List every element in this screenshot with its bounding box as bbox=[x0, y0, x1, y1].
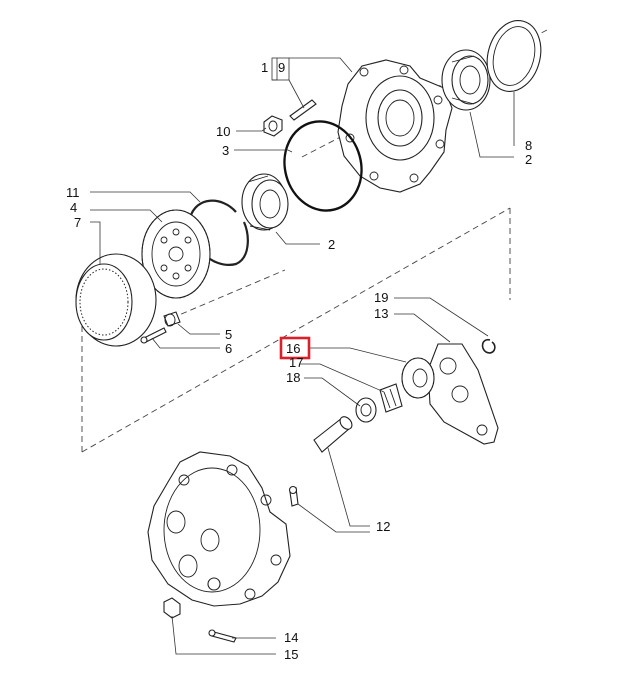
o-ring bbox=[283, 120, 363, 212]
callout-11: 11 bbox=[66, 185, 80, 200]
inner-bearing bbox=[241, 173, 289, 231]
highlight-box bbox=[279, 336, 311, 360]
planet-shaft bbox=[313, 416, 353, 453]
callout-10: 10 bbox=[216, 124, 230, 139]
locating-pin bbox=[288, 485, 299, 507]
wheel-stud bbox=[289, 99, 317, 121]
callout-16: 16 bbox=[286, 341, 300, 356]
ring-gear bbox=[75, 253, 157, 347]
nut bbox=[263, 115, 283, 137]
callout-15: 15 bbox=[284, 647, 298, 662]
wheel-carrier-housing bbox=[147, 451, 291, 607]
wheel-hub bbox=[337, 59, 453, 193]
callout-labels: 1 9 10 3 8 2 11 4 7 2 19 13 5 6 16 17 18… bbox=[66, 57, 532, 662]
callout-5: 5 bbox=[225, 327, 232, 342]
callout-13: 13 bbox=[374, 306, 388, 321]
callout-7: 7 bbox=[74, 215, 81, 230]
outer-bearing bbox=[441, 49, 491, 111]
screw bbox=[140, 327, 167, 344]
needle-bearing bbox=[379, 383, 403, 413]
retaining-screw bbox=[208, 629, 237, 643]
callout-8: 8 bbox=[525, 138, 532, 153]
callout-2-upper: 2 bbox=[525, 152, 532, 167]
thrust-washer bbox=[355, 397, 377, 423]
callout-17: 17 bbox=[289, 355, 303, 370]
callout-6: 6 bbox=[225, 341, 232, 356]
leader-lines bbox=[90, 57, 515, 655]
drain-plug bbox=[163, 597, 181, 619]
callout-2-lower: 2 bbox=[328, 237, 335, 252]
callout-12: 12 bbox=[376, 519, 390, 534]
circlip bbox=[481, 338, 496, 354]
bushing bbox=[163, 311, 181, 327]
planet-gear bbox=[401, 357, 435, 399]
callout-18: 18 bbox=[286, 370, 300, 385]
callout-9: 9 bbox=[278, 60, 285, 75]
thrust-plate bbox=[427, 343, 499, 445]
callout-1: 1 bbox=[261, 60, 268, 75]
seal-ring bbox=[486, 20, 542, 92]
planet-carrier-gear bbox=[141, 209, 211, 299]
callout-3: 3 bbox=[222, 143, 229, 158]
callout-14: 14 bbox=[284, 630, 298, 645]
callout-4: 4 bbox=[70, 200, 77, 215]
callout-19: 19 bbox=[374, 290, 388, 305]
